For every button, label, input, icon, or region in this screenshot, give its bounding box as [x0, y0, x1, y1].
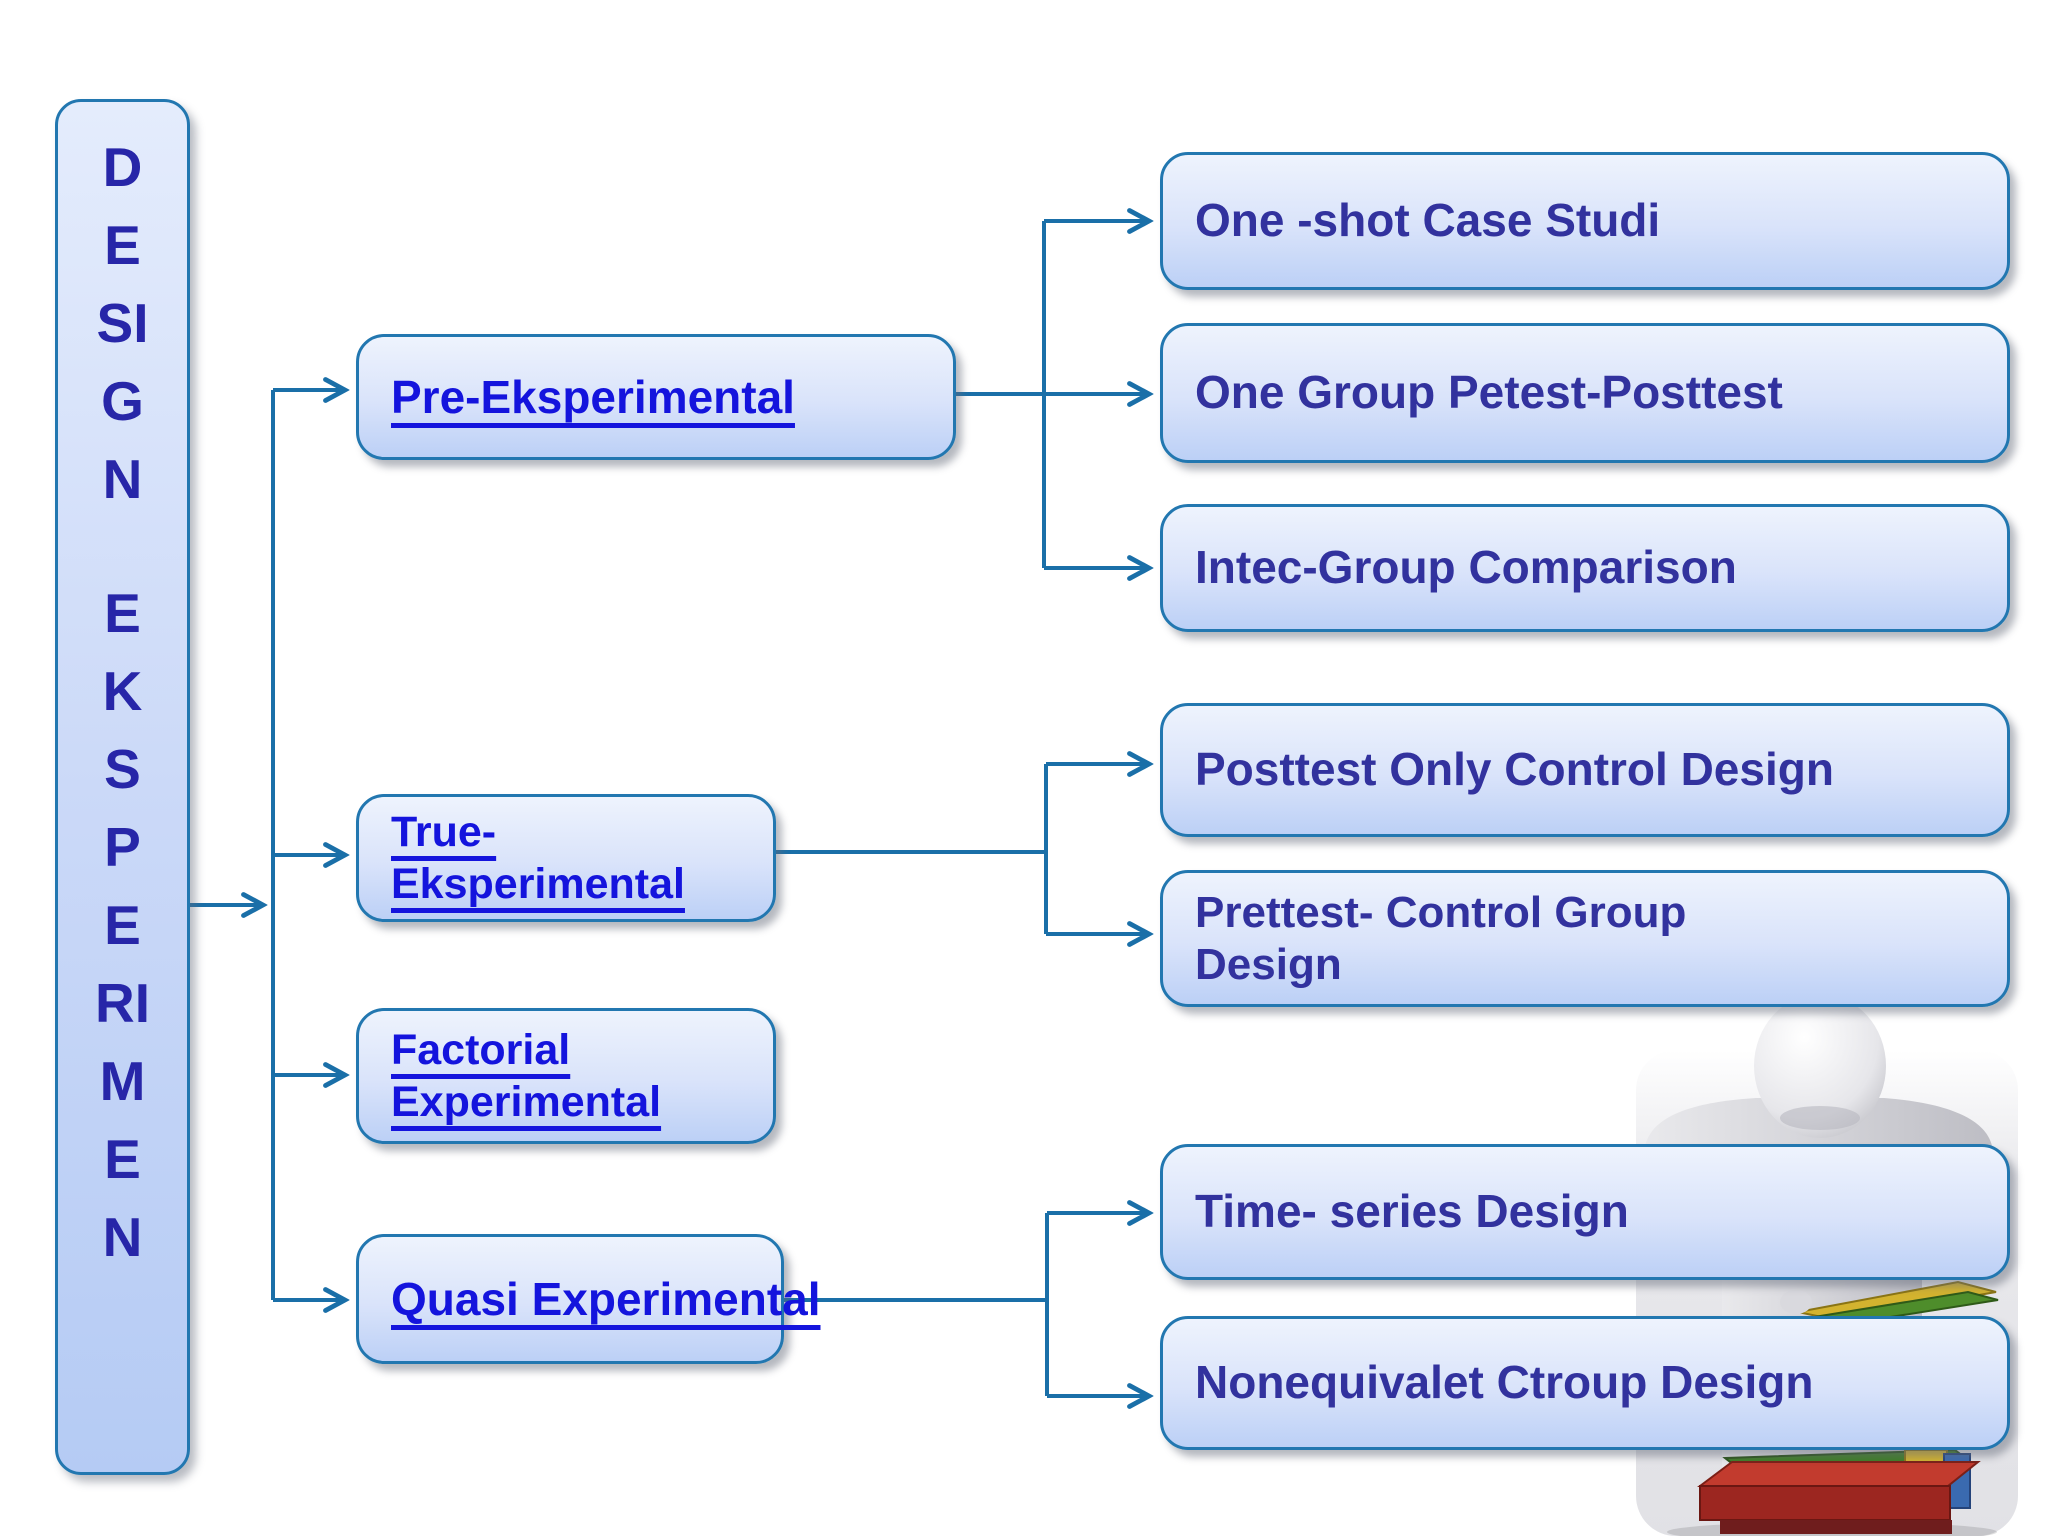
- sidebar-word-design: DESIGN: [96, 136, 149, 510]
- node-label: Quasi Experimental: [391, 1272, 821, 1325]
- node-label: Nonequivalet Ctroup Design: [1195, 1356, 1814, 1409]
- node-label: Design: [1195, 939, 1342, 989]
- node-time-series-design: Time- series Design: [1160, 1144, 2010, 1280]
- node-label: Factorial: [391, 1025, 571, 1074]
- sidebar-word-eksperimen: EKSPERIMEN: [95, 582, 150, 1268]
- node-one-shot-case-study: One -shot Case Studi: [1160, 152, 2010, 290]
- node-intact-group-comparison: Intec-Group Comparison: [1160, 504, 2010, 632]
- node-label: One Group Petest-Posttest: [1195, 366, 1783, 419]
- node-true-eksperimental: True- Eksperimental: [356, 794, 776, 922]
- node-label: Experimental: [391, 1078, 662, 1126]
- node-posttest-only-control-design: Posttest Only Control Design: [1160, 703, 2010, 837]
- node-label: True-: [391, 807, 497, 856]
- node-label: Pre-Eksperimental: [391, 370, 795, 423]
- node-quasi-experimental: Quasi Experimental: [356, 1234, 821, 1364]
- node-factorial-experimental: Factorial Experimental: [356, 1008, 776, 1144]
- node-pre-eksperimental: Pre-Eksperimental: [356, 334, 956, 460]
- node-label: Time- series Design: [1195, 1185, 1629, 1238]
- node-pretest-control-group-design: Prettest- Control Group Design: [1160, 870, 2010, 1007]
- node-label: Eksperimental: [391, 860, 685, 908]
- node-label: Intec-Group Comparison: [1195, 541, 1737, 594]
- node-nonequivalent-group-design: Nonequivalet Ctroup Design: [1160, 1316, 2010, 1450]
- illustration-backdrop: [1636, 1050, 2018, 1536]
- node-one-group-pretest-posttest: One Group Petest-Posttest: [1160, 323, 2010, 463]
- node-label: Prettest- Control Group: [1195, 888, 1687, 938]
- node-label: One -shot Case Studi: [1195, 194, 1661, 247]
- sidebar-design-eksperimen: DESIGN EKSPERIMEN: [55, 99, 190, 1475]
- node-label: Posttest Only Control Design: [1195, 743, 1834, 796]
